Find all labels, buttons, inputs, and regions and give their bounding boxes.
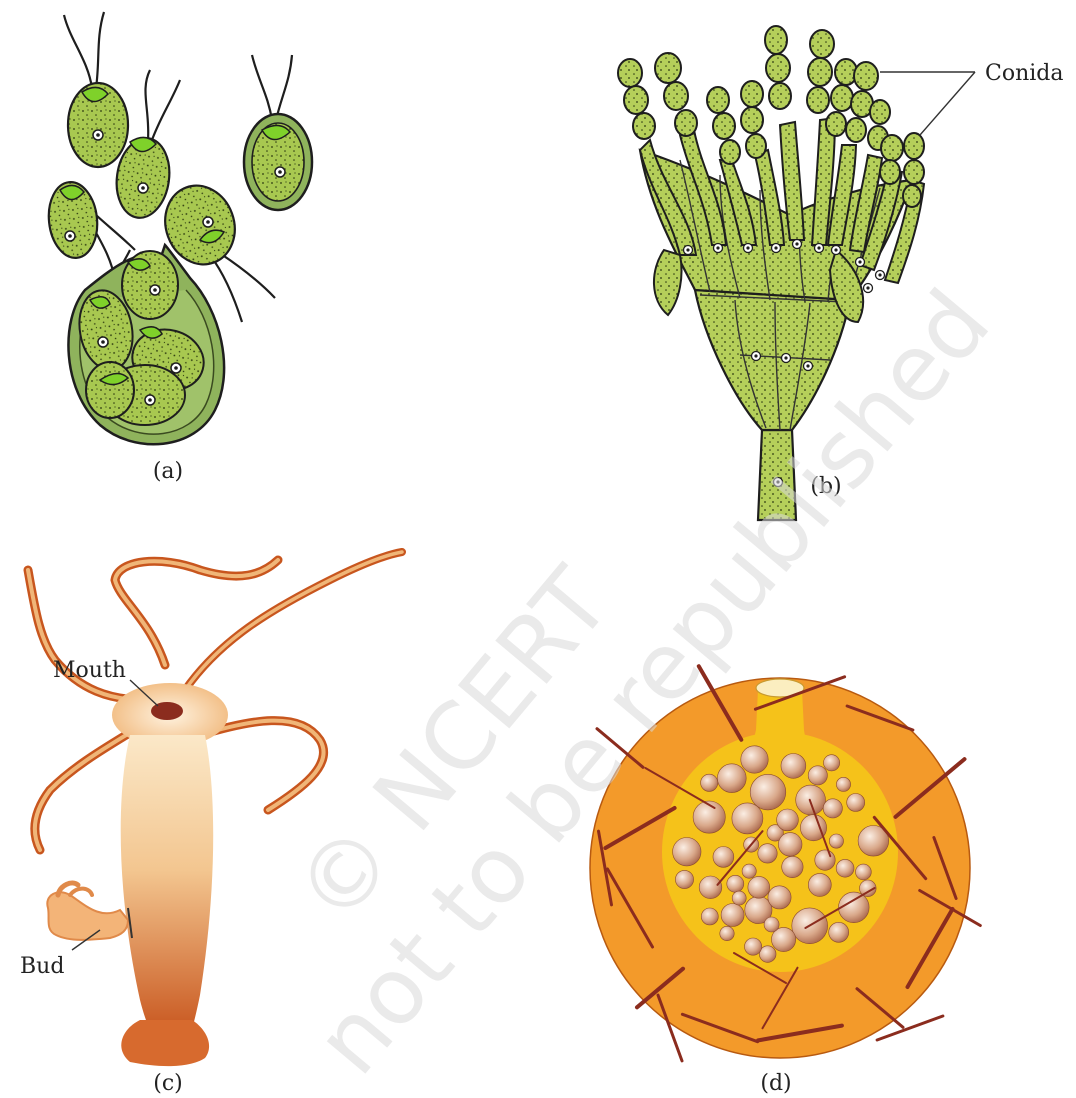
basal-disc: [121, 1020, 209, 1066]
hydra-bud: [47, 883, 132, 940]
archaeocyte-cell: [836, 777, 850, 791]
archaeocyte-cell: [823, 799, 842, 818]
archaeocyte-cell: [732, 891, 746, 905]
caption-d: (d): [760, 1071, 791, 1096]
archaeocyte-cell: [673, 838, 701, 866]
hydra-body-column: [121, 735, 214, 1035]
cyst-cell: [244, 114, 312, 210]
free-zoospores: [45, 83, 245, 274]
archaeocyte-cell: [675, 870, 693, 888]
label-bud: Bud: [20, 954, 64, 979]
archaeocyte-cell: [777, 809, 799, 831]
archaeocyte-cell: [778, 833, 802, 857]
archaeocyte-cell: [732, 803, 763, 834]
panel-a-zoospores: (a): [45, 12, 312, 484]
archaeocyte-cell: [759, 946, 776, 963]
archaeocyte-cell: [829, 922, 849, 942]
archaeocyte-cell: [781, 754, 806, 779]
archaeocyte-cell: [839, 892, 870, 923]
archaeocyte-cell: [748, 876, 770, 898]
archaeocyte-cell: [856, 864, 872, 880]
archaeocyte-cell: [701, 908, 718, 925]
archaeocyte-cell: [829, 834, 843, 848]
archaeocyte-cell: [699, 876, 722, 899]
archaeocyte-cell: [808, 873, 831, 896]
archaeocyte-cell: [721, 904, 744, 927]
caption-a: (a): [153, 459, 183, 484]
conidia-leader-lines: [880, 72, 975, 135]
label-mouth: Mouth: [53, 658, 126, 683]
archaeocyte-cell: [824, 755, 840, 771]
archaeocyte-cell: [742, 864, 756, 878]
archaeocyte-cell: [758, 844, 777, 863]
archaeocyte-cell: [808, 766, 827, 785]
archaeocyte-cell: [717, 764, 746, 793]
archaeocyte-cell: [745, 938, 762, 955]
archaeocyte-cell: [847, 794, 865, 812]
archaeocyte-cell: [701, 774, 718, 791]
archaeocyte-cell: [713, 847, 734, 868]
archaeocyte-cell: [720, 926, 734, 940]
archaeocyte-cell: [727, 875, 744, 892]
archaeocyte-cell: [741, 746, 768, 773]
caption-c: (c): [153, 1071, 183, 1096]
archaeocyte-cell: [768, 886, 791, 909]
archaeocyte-cell: [836, 859, 854, 877]
archaeocyte-cell: [750, 774, 786, 810]
archaeocyte-cell: [815, 850, 835, 870]
archaeocyte-cell: [764, 917, 779, 932]
label-conidia: Conida: [985, 61, 1063, 86]
archaeocyte-cell: [782, 856, 803, 877]
